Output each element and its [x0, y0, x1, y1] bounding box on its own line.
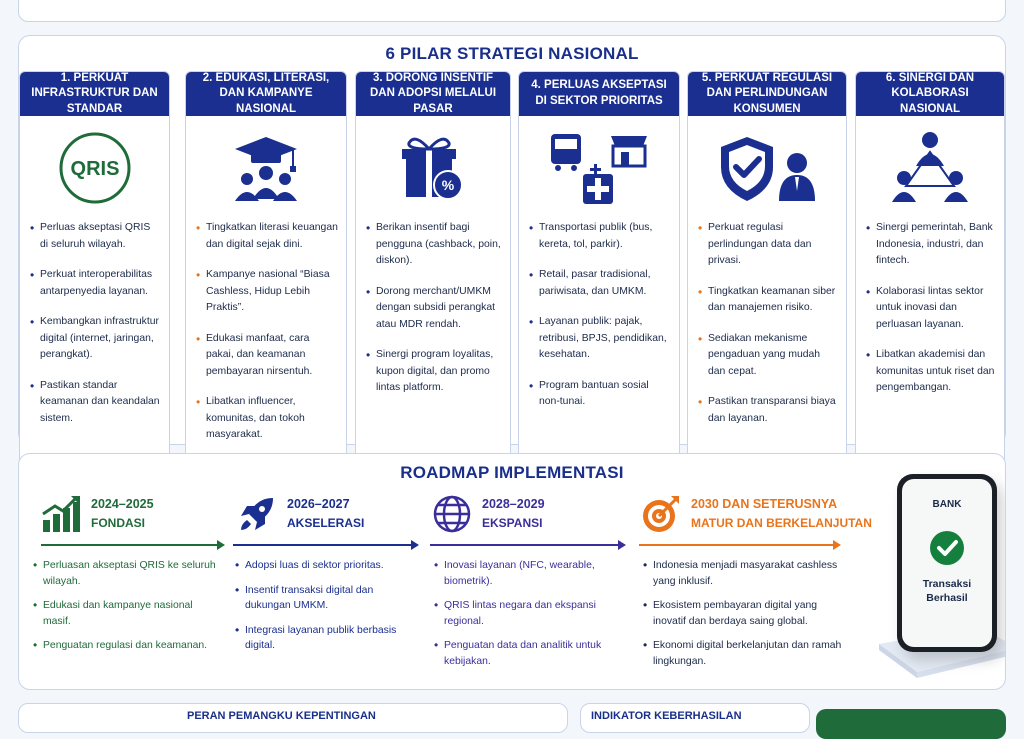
pillar-title: 4. PERLUAS AKSEPTASI DI SEKTOR PRIORITAS	[519, 72, 679, 116]
list-item: Insentif transaksi digital dan dukungan …	[235, 583, 415, 614]
list-item: Sinergi program loyalitas, kupon digital…	[366, 347, 502, 397]
smartphone: BANK Transaksi Berhasil	[897, 474, 997, 652]
globe-icon	[432, 494, 472, 534]
pillar-title: 1. PERKUAT INFRASTRUKTUR DAN STANDAR	[20, 72, 169, 116]
list-item: Tingkatkan literasi keuangan dan digital…	[196, 220, 338, 253]
rocket-icon	[237, 494, 277, 534]
pillar-list: Sinergi pemerintah, Bank Indonesia, indu…	[856, 220, 1004, 397]
list-item: Perluasan akseptasi QRIS ke seluruh wila…	[33, 558, 223, 589]
list-item: Penguatan data dan analitik untuk kebija…	[434, 638, 624, 669]
pillar-title: 6. SINERGI DAN KOLABORASI NASIONAL	[856, 72, 1004, 116]
list-item: Perkuat interoperabilitas antarpenyedia …	[30, 267, 161, 300]
list-item: Libatkan influencer, komunitas, dan toko…	[196, 394, 338, 444]
list-item: Edukasi dan kampanye nasional masif.	[33, 598, 223, 629]
phase-list: Perluasan akseptasi QRIS ke seluruh wila…	[33, 558, 223, 663]
roadmap-title: ROADMAP IMPLEMENTASI	[400, 463, 624, 482]
phase-arrow	[430, 540, 626, 550]
network-people-icon	[856, 116, 1004, 220]
list-item: Layanan publik: pajak, retribusi, BPJS, …	[529, 314, 671, 364]
phase-list: Indonesia menjadi masyarakat cashless ya…	[643, 558, 843, 678]
pillar-list: Tingkatkan literasi keuangan dan digital…	[186, 220, 346, 444]
list-item: Ekosistem pembayaran digital yang inovat…	[643, 598, 843, 629]
pillars-title: 6 PILAR STRATEGI NASIONAL	[385, 44, 639, 63]
list-item: Transportasi publik (bus, kereta, tol, p…	[529, 220, 671, 253]
stakeholders-title: PERAN PEMANGKU KEPENTINGAN	[187, 710, 376, 722]
list-item: Retail, pasar tradisional, pariwisata, d…	[529, 267, 671, 300]
pillar-card-5: 5. PERKUAT REGULASI DAN PERLINDUNGAN KON…	[687, 71, 847, 477]
list-item: Ekonomi digital berkelanjutan dan ramah …	[643, 638, 843, 669]
list-item: Dorong merchant/UMKM dengan subsidi pera…	[366, 284, 502, 334]
phase-list: Inovasi layanan (NFC, wearable, biometri…	[434, 558, 624, 678]
pillar-title: 3. DORONG INSENTIF DAN ADOPSI MELALUI PA…	[356, 72, 510, 116]
list-item: Inovasi layanan (NFC, wearable, biometri…	[434, 558, 624, 589]
qris-logo-icon: QRIS	[20, 116, 169, 220]
phase-years: 2028–2029	[482, 497, 545, 511]
list-item: Pastikan standar keamanan dan keandalan …	[30, 378, 161, 428]
list-item: Tingkatkan keamanan siber dan manajemen …	[698, 284, 838, 317]
phase-name: EKSPANSI	[482, 516, 543, 530]
phase-years: 2030 DAN SETERUSNYA	[691, 497, 838, 511]
check-icon	[930, 531, 964, 565]
phone-bank-label: BANK	[932, 499, 962, 510]
pillar-card-1: 1. PERKUAT INFRASTRUKTUR DAN STANDAR QRI…	[19, 71, 170, 477]
list-item: Berikan insentif bagi pengguna (cashback…	[366, 220, 502, 270]
pillars-section: 6 PILAR STRATEGI NASIONAL 1. PERKUAT INF…	[18, 35, 1006, 477]
pillar-card-4: 4. PERLUAS AKSEPTASI DI SEKTOR PRIORITAS…	[518, 71, 680, 477]
sectors-icon	[519, 116, 679, 220]
list-item: Pastikan transparansi biaya dan layanan.	[698, 394, 838, 427]
list-item: Indonesia menjadi masyarakat cashless ya…	[643, 558, 843, 589]
pillar-title: 2. EDUKASI, LITERASI, DAN KAMPANYE NASIO…	[186, 72, 346, 116]
green-banner-panel	[816, 709, 1006, 739]
indicators-title: INDIKATOR KEBERHASILAN	[591, 710, 742, 722]
phase-years: 2024–2025	[91, 497, 154, 511]
list-item: Penguatan regulasi dan keamanan.	[33, 638, 223, 654]
phase-years: 2026–2027	[287, 497, 350, 511]
transaction-success-message: Transaksi Berhasil	[922, 578, 972, 605]
list-item: Adopsi luas di sektor prioritas.	[235, 558, 415, 574]
roadmap-section: ROADMAP IMPLEMENTASI 2024–2025 FONDASI P…	[18, 453, 1006, 690]
pillar-card-3: 3. DORONG INSENTIF DAN ADOPSI MELALUI PA…	[355, 71, 511, 477]
list-item: Sediakan mekanisme pengaduan yang mudah …	[698, 331, 838, 381]
list-item: Edukasi manfaat, cara pakai, dan keamana…	[196, 331, 338, 381]
gift-discount-icon: %	[356, 116, 510, 220]
list-item: Sinergi pemerintah, Bank Indonesia, indu…	[866, 220, 996, 270]
list-item: Integrasi layanan publik berbasis digita…	[235, 623, 415, 654]
pillar-list: Perkuat regulasi perlindungan data dan p…	[688, 220, 846, 427]
indicators-panel: INDIKATOR KEBERHASILAN	[580, 703, 810, 733]
stakeholders-panel: PERAN PEMANGKU KEPENTINGAN	[18, 703, 568, 733]
phase-arrow	[233, 540, 419, 550]
list-item: Program bantuan sosial non-tunai.	[529, 378, 671, 411]
phone-illustration: BANK Transaksi Berhasil	[869, 474, 1005, 684]
pillar-card-6: 6. SINERGI DAN KOLABORASI NASIONAL Siner…	[855, 71, 1005, 477]
phase-arrow	[639, 540, 841, 550]
phase-name: MATUR DAN BERKELANJUTAN	[691, 516, 872, 530]
target-icon	[641, 494, 681, 534]
list-item: Kembangkan infrastruktur digital (intern…	[30, 314, 161, 364]
list-item: Perkuat regulasi perlindungan data dan p…	[698, 220, 838, 270]
pillar-list: Transportasi publik (bus, kereta, tol, p…	[519, 220, 679, 411]
list-item: Kampanye nasional “Biasa Cashless, Hidup…	[196, 267, 338, 317]
list-item: Kolaborasi lintas sektor untuk inovasi d…	[866, 284, 996, 334]
list-item: QRIS lintas negara dan ekspansi regional…	[434, 598, 624, 629]
pillar-title: 5. PERKUAT REGULASI DAN PERLINDUNGAN KON…	[688, 72, 846, 116]
qris-logo-text: QRIS	[70, 158, 119, 180]
phase-name: FONDASI	[91, 516, 145, 530]
list-item: Libatkan akademisi dan komunitas untuk r…	[866, 347, 996, 397]
pillar-list: Perluas akseptasi QRIS di seluruh wilaya…	[20, 220, 169, 427]
shield-person-icon	[688, 116, 846, 220]
previous-section-panel	[18, 0, 1006, 22]
phase-name: AKSELERASI	[287, 516, 365, 530]
list-item: Perluas akseptasi QRIS di seluruh wilaya…	[30, 220, 161, 253]
svg-text:%: %	[442, 177, 455, 193]
pillar-card-2: 2. EDUKASI, LITERASI, DAN KAMPANYE NASIO…	[185, 71, 347, 477]
phase-list: Adopsi luas di sektor prioritas. Insenti…	[235, 558, 415, 663]
phone-screen: BANK Transaksi Berhasil	[902, 479, 992, 647]
graduation-group-icon	[186, 116, 346, 220]
pillar-list: Berikan insentif bagi pengguna (cashback…	[356, 220, 510, 397]
phase-arrow	[41, 540, 225, 550]
growth-chart-icon	[41, 494, 81, 534]
